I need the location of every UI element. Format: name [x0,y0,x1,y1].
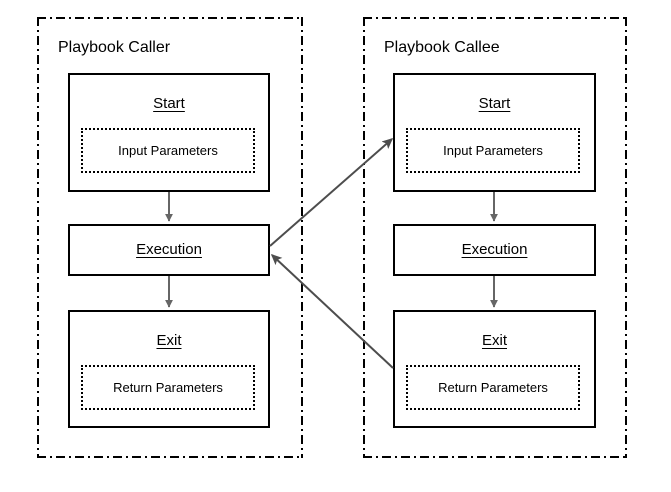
node-callee-start-title: Start [478,95,511,112]
node-callee-exit[interactable]: Exit Return Parameters [393,310,596,428]
node-callee-exit-params: Return Parameters [406,365,580,410]
node-caller-exit[interactable]: Exit Return Parameters [68,310,270,428]
pool-callee-title: Playbook Callee [384,39,500,56]
node-caller-execution[interactable]: Execution [68,224,270,276]
node-caller-start[interactable]: Start Input Parameters [68,73,270,192]
node-callee-execution[interactable]: Execution [393,224,596,276]
node-caller-exit-params: Return Parameters [81,365,255,410]
node-caller-exit-title: Exit [156,332,182,349]
node-caller-execution-title: Execution [136,241,202,258]
node-callee-start[interactable]: Start Input Parameters [393,73,596,192]
node-caller-start-title: Start [153,95,185,112]
pool-caller-title: Playbook Caller [58,39,171,56]
node-callee-start-params: Input Parameters [406,128,580,173]
node-caller-start-params: Input Parameters [81,128,255,173]
node-callee-exit-title: Exit [481,332,507,349]
node-callee-execution-title: Execution [461,241,528,258]
